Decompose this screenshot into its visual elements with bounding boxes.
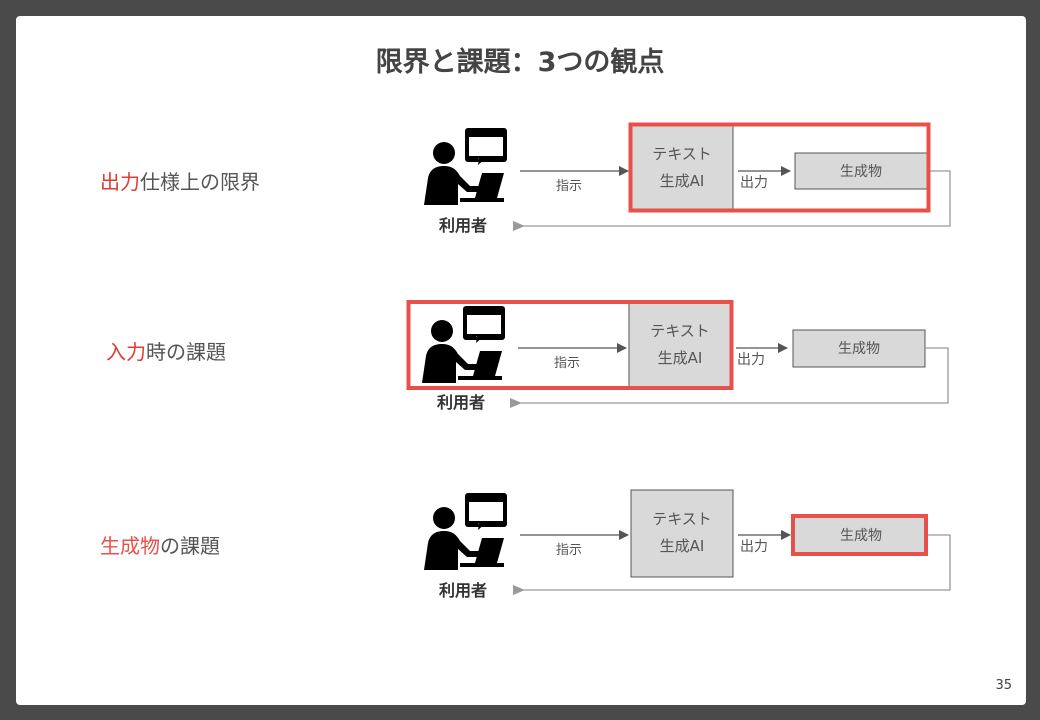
product-box bbox=[794, 152, 928, 190]
model-label-line2: 生成AI bbox=[659, 537, 705, 555]
output-label: 出力 bbox=[740, 175, 768, 191]
row-label-product: 生成物の課題 bbox=[100, 530, 220, 559]
product-label: 生成物 bbox=[840, 164, 882, 180]
user-icon bbox=[424, 128, 507, 205]
feedback-arrow bbox=[513, 534, 951, 595]
feedback-arrow bbox=[510, 347, 949, 408]
output-label: 出力 bbox=[737, 352, 765, 368]
model-label-line1: テキスト bbox=[650, 322, 710, 340]
model-box bbox=[628, 301, 732, 389]
model-label: テキスト 生成AI bbox=[631, 506, 733, 560]
row-label-output-spec: 出力仕様上の限界 bbox=[100, 166, 260, 195]
slide-title: 限界と課題：3つの観点 bbox=[375, 47, 665, 78]
row-label-highlight: 生成物 bbox=[100, 534, 160, 558]
model-label-line2: 生成AI bbox=[657, 349, 703, 367]
row1-diagram bbox=[424, 122, 951, 231]
page-number: 35 bbox=[995, 678, 1012, 693]
row3-diagram bbox=[424, 489, 951, 595]
instruction-label: 指示 bbox=[554, 356, 581, 371]
model-label-line1: テキスト bbox=[652, 145, 712, 163]
highlight-frame bbox=[628, 122, 931, 213]
output-label: 出力 bbox=[740, 539, 768, 555]
user-label: 利用者 bbox=[438, 216, 487, 235]
highlight-frame bbox=[791, 514, 928, 556]
product-label: 生成物 bbox=[838, 341, 880, 357]
model-box bbox=[630, 489, 734, 578]
product-box bbox=[795, 517, 927, 553]
instruction-label: 指示 bbox=[556, 543, 583, 558]
row-label-rest: 仕様上の限界 bbox=[140, 170, 260, 194]
user-label: 利用者 bbox=[438, 581, 487, 600]
model-label-line2: 生成AI bbox=[659, 172, 705, 190]
model-label: テキスト 生成AI bbox=[629, 318, 731, 372]
row-label-input: 入力時の課題 bbox=[106, 336, 226, 365]
highlight-frame bbox=[406, 300, 734, 390]
row2-diagram bbox=[406, 300, 949, 408]
feedback-arrow bbox=[513, 170, 951, 231]
user-icon bbox=[422, 306, 505, 383]
model-label-line1: テキスト bbox=[652, 510, 712, 528]
user-label: 利用者 bbox=[436, 393, 485, 412]
row-label-highlight: 出力 bbox=[100, 170, 140, 194]
row-label-highlight: 入力 bbox=[106, 340, 146, 364]
instruction-label: 指示 bbox=[556, 179, 583, 194]
row-label-rest: 時の課題 bbox=[146, 340, 226, 364]
product-label: 生成物 bbox=[840, 528, 882, 544]
model-label: テキスト 生成AI bbox=[631, 141, 733, 195]
user-icon bbox=[424, 493, 507, 570]
row-label-rest: の課題 bbox=[160, 534, 220, 558]
